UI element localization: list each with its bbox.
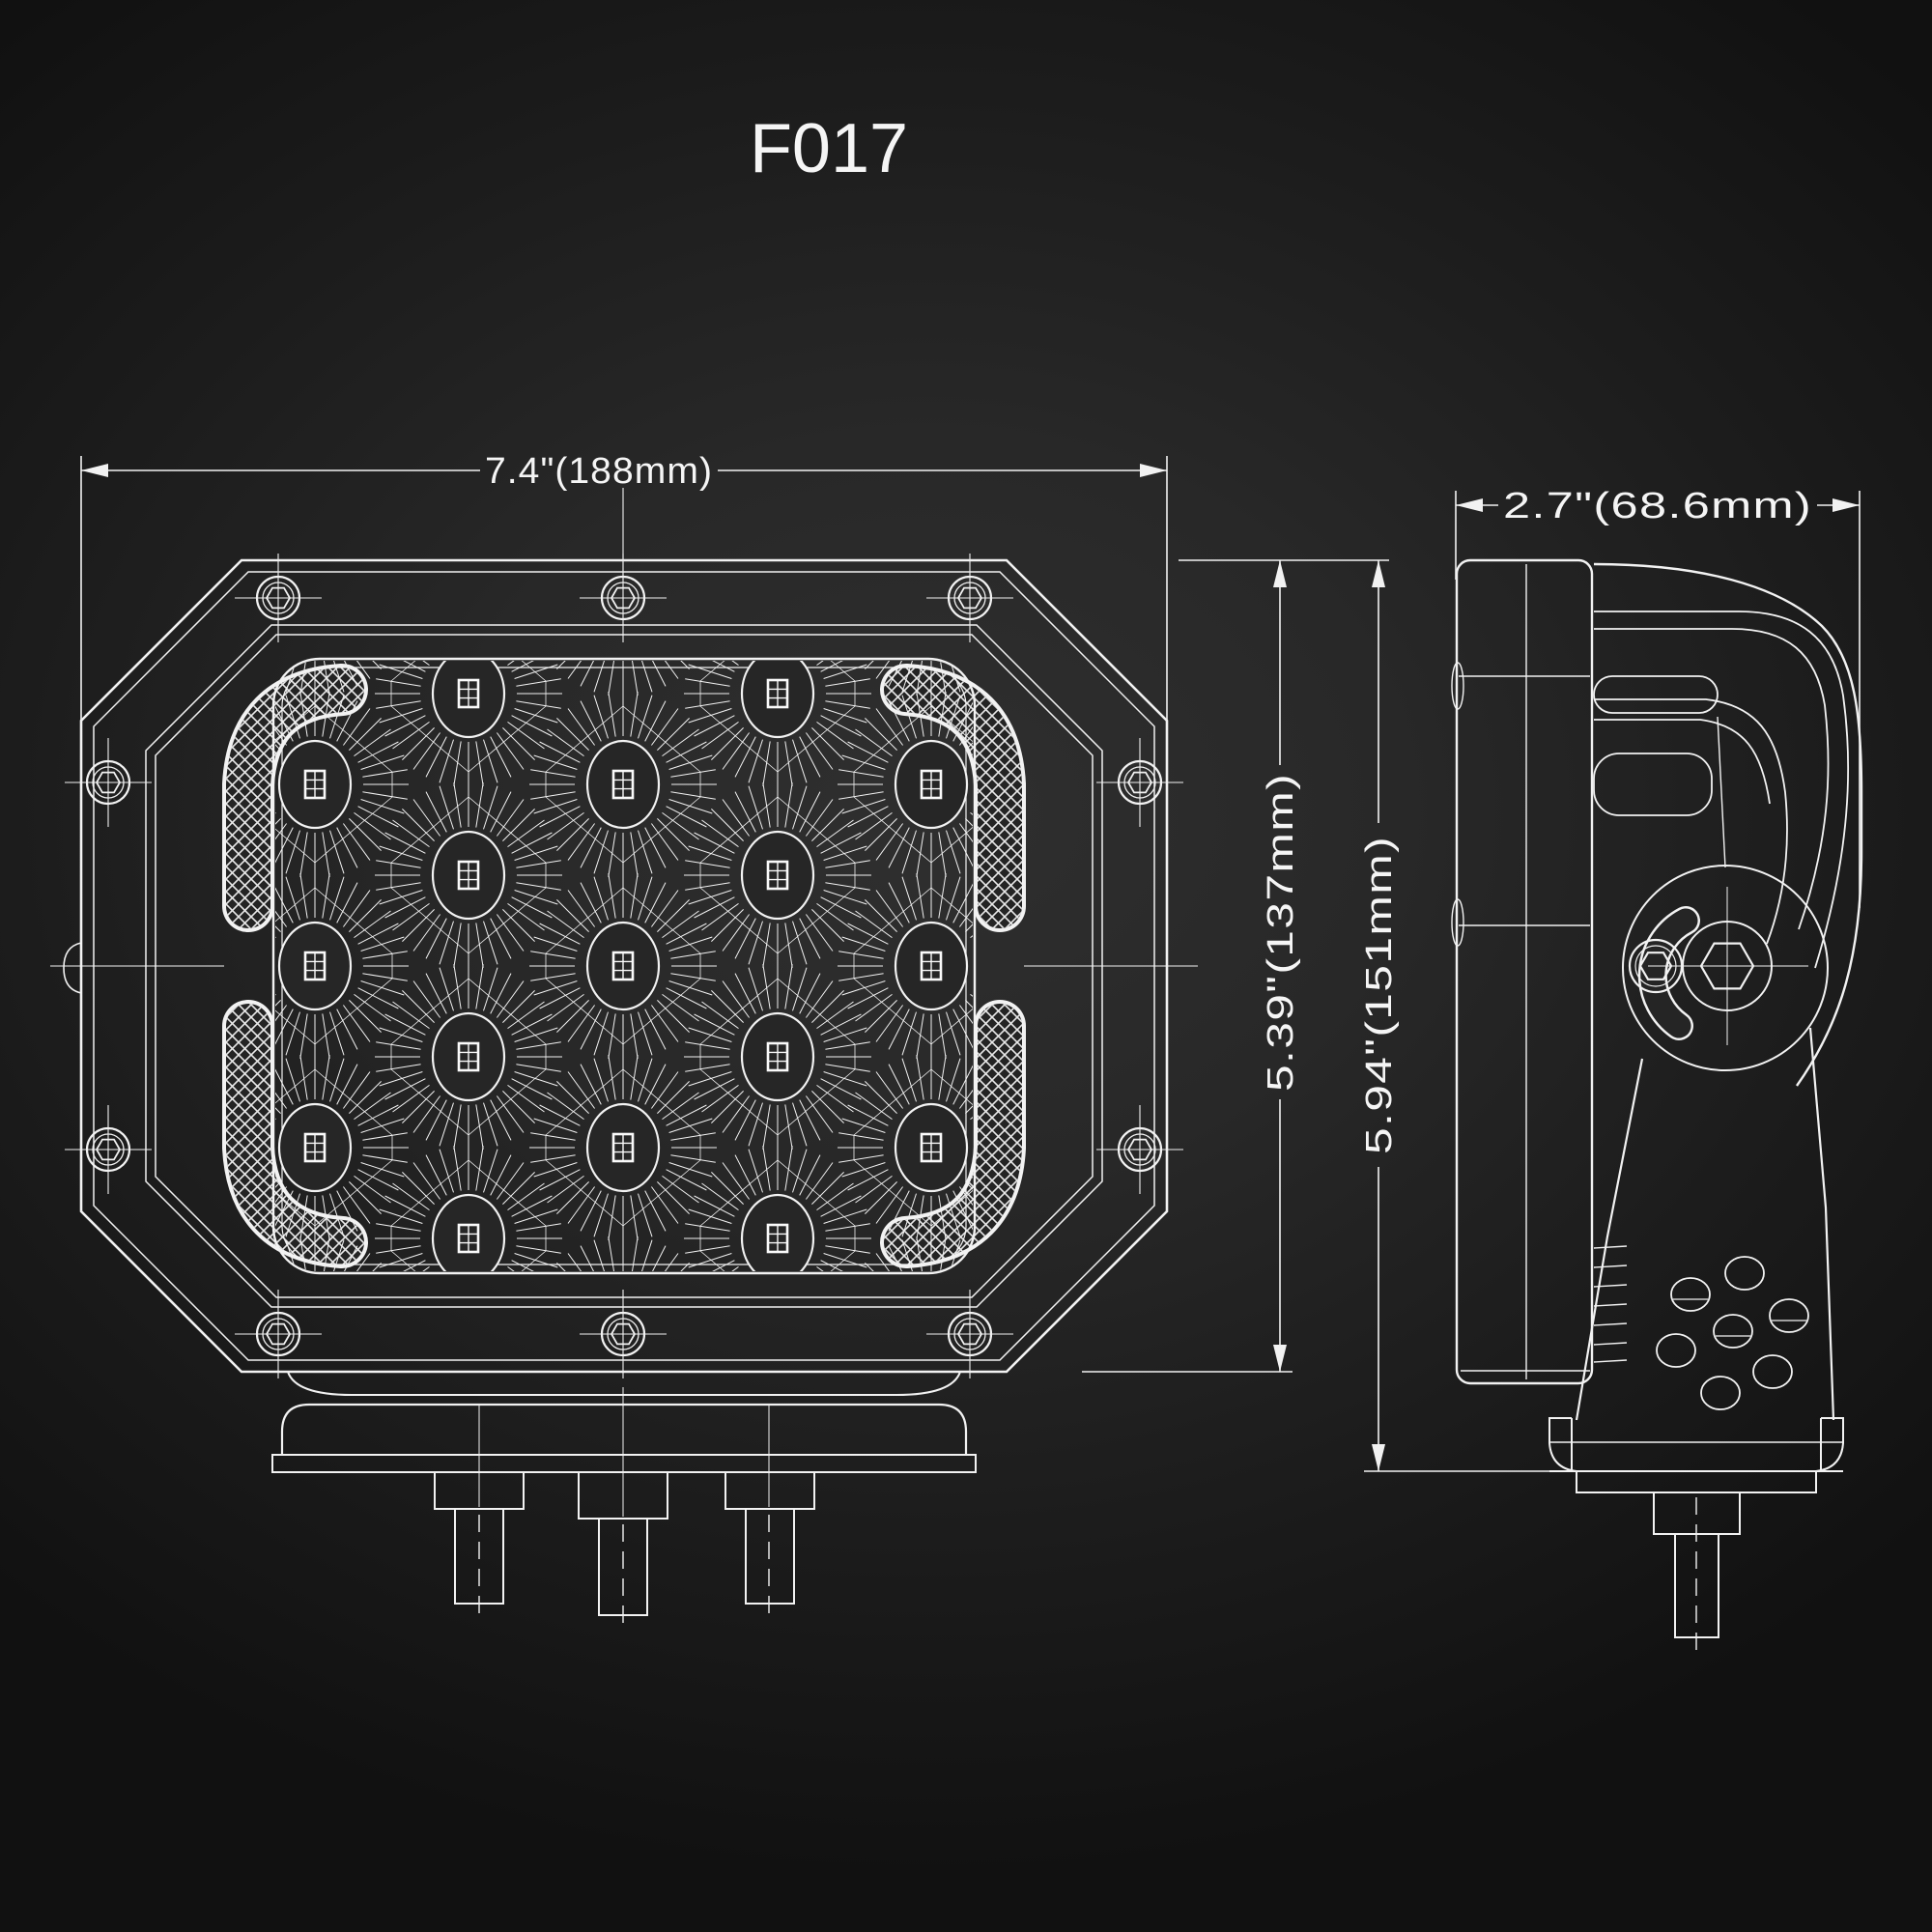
model-number-label: F017 <box>750 110 908 187</box>
side-lens-block <box>1451 558 1594 1385</box>
screw-icon <box>578 1288 668 1380</box>
led-chip <box>529 691 717 878</box>
pivot-bolt-icon <box>1648 887 1808 1045</box>
depth-dimension-label: 2.7"(68.6mm) <box>1503 486 1812 526</box>
led-array <box>221 509 1025 1423</box>
side-view <box>1451 558 1863 1652</box>
mounting-stud <box>1653 1492 1741 1652</box>
strip-right-lower <box>880 1000 1026 1268</box>
dim-height: 5.39"(137mm) <box>1082 559 1389 1373</box>
reflector-strips <box>222 664 1026 1268</box>
screw-icon <box>1094 736 1185 829</box>
led-chip <box>684 781 871 969</box>
width-dimension-label: 7.4"(188mm) <box>485 451 713 492</box>
led-chip <box>375 1145 562 1332</box>
led-chip <box>529 1054 717 1241</box>
dim-depth: 2.7"(68.6mm) <box>1455 486 1861 908</box>
lower-fins <box>1593 1245 1628 1363</box>
led-chip <box>375 600 562 787</box>
led-chip <box>375 781 562 969</box>
screw-icon <box>63 736 154 829</box>
connector-left <box>434 1405 525 1619</box>
front-view <box>50 509 1198 1633</box>
pivot-plate <box>1622 865 1829 1071</box>
screw-icon <box>233 552 324 644</box>
strip-right-upper <box>880 664 1026 932</box>
overall-height-dimension-label: 5.94"(151mm) <box>1359 836 1400 1154</box>
screw-icon <box>924 552 1015 644</box>
led-chip <box>684 600 871 787</box>
dim-overall-height: 5.94"(151mm) <box>1359 560 1553 1472</box>
strip-left-lower <box>222 1000 368 1268</box>
front-housing <box>50 558 1198 1396</box>
screw-icon <box>1094 1103 1185 1196</box>
screw-icon <box>63 1103 154 1196</box>
bracket-foot <box>1548 1417 1844 1493</box>
led-chip <box>684 963 871 1151</box>
screw-icon <box>233 1288 324 1380</box>
connector-right <box>724 1405 815 1619</box>
pivot-assembly <box>1622 865 1829 1071</box>
connectors <box>434 1387 815 1633</box>
side-ear-tabs <box>1593 675 1726 868</box>
screw-icon <box>924 1288 1015 1380</box>
dim-width: 7.4"(188mm) <box>80 451 1168 726</box>
led-chip <box>375 963 562 1151</box>
vent-holes <box>1656 1256 1809 1410</box>
led-chip <box>529 872 717 1060</box>
strip-left-upper <box>222 664 368 932</box>
bracket-arm <box>1575 1027 1835 1421</box>
height-dimension-label: 5.39"(137mm) <box>1261 773 1301 1092</box>
led-chip <box>684 1145 871 1332</box>
drawing-title: F017 <box>750 110 908 187</box>
dimensions: 7.4"(188mm) 2.7"(68.6mm) 5.39"(137mm) <box>80 451 1861 1472</box>
connector-center <box>578 1387 668 1633</box>
mounting-bar <box>271 1403 977 1473</box>
